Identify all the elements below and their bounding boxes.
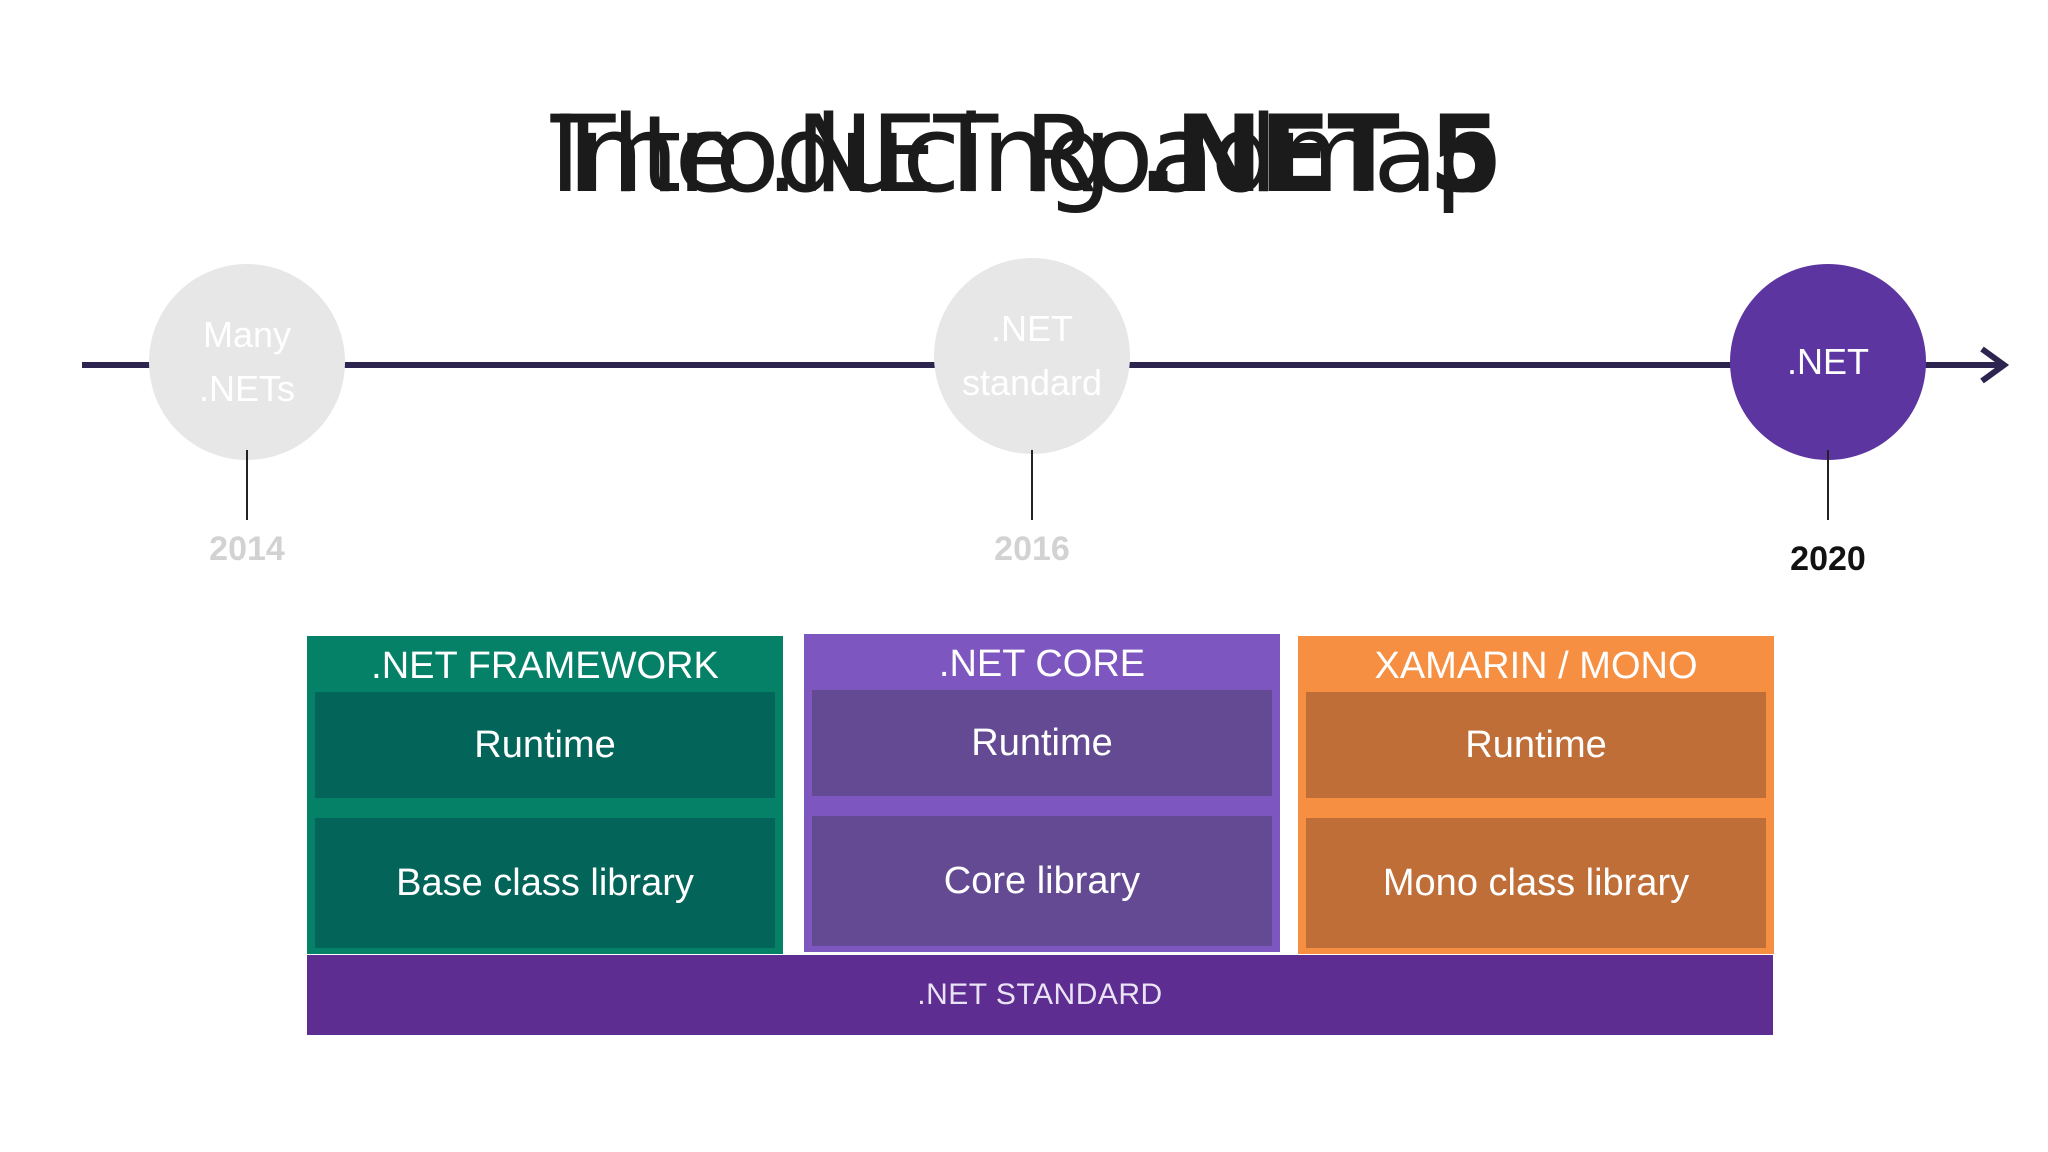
- arrow-right-icon: [1950, 346, 2010, 384]
- milestone-year: 2016: [994, 530, 1070, 568]
- milestone-tick: [246, 450, 248, 520]
- milestone-tick: [1031, 450, 1033, 520]
- milestone-year: 2014: [209, 530, 285, 568]
- milestone-label-line: standard: [961, 362, 1103, 403]
- milestone-tick: [1827, 450, 1829, 520]
- milestone-label-line: .NET: [1786, 341, 1869, 382]
- platform-runtime: Runtime: [315, 692, 775, 798]
- slide-title-previous: The .NET Roadmap: [550, 93, 1502, 216]
- platform-library: Core library: [812, 816, 1272, 946]
- title-bold: .NET 5: [1138, 93, 1502, 216]
- platform-runtime: Runtime: [812, 690, 1272, 796]
- platform-header: .NET CORE: [938, 643, 1146, 685]
- milestone-label-line: .NET: [990, 308, 1073, 349]
- platform-header: .NET FRAMEWORK: [371, 645, 719, 687]
- milestone-circle: Many .NETs: [149, 264, 345, 460]
- platform-net-core: .NET CORE Runtime Core library: [804, 634, 1280, 952]
- title-area: The .NET Roadmap Introducing .NET 5: [0, 80, 2048, 230]
- platform-library: Mono class library: [1306, 818, 1766, 948]
- net-standard-bar: .NET STANDARD: [307, 955, 1773, 1035]
- milestone-label-line: .NETs: [198, 368, 295, 409]
- milestone-year: 2020: [1790, 540, 1866, 578]
- platform-xamarin-mono: XAMARIN / MONO Runtime Mono class librar…: [1298, 636, 1774, 954]
- platform-net-framework: .NET FRAMEWORK Runtime Base class librar…: [307, 636, 783, 954]
- milestone-label-line: Many: [202, 314, 292, 355]
- milestone-circle: .NET standard: [934, 258, 1130, 454]
- slide-title-next: Introducing .NET 5: [0, 80, 2048, 230]
- milestone-circle: .NET: [1730, 264, 1926, 460]
- title-prefix: Introducing: [549, 93, 1139, 216]
- platform-header: XAMARIN / MONO: [1374, 645, 1698, 687]
- platform-library: Base class library: [315, 818, 775, 948]
- platform-runtime: Runtime: [1306, 692, 1766, 798]
